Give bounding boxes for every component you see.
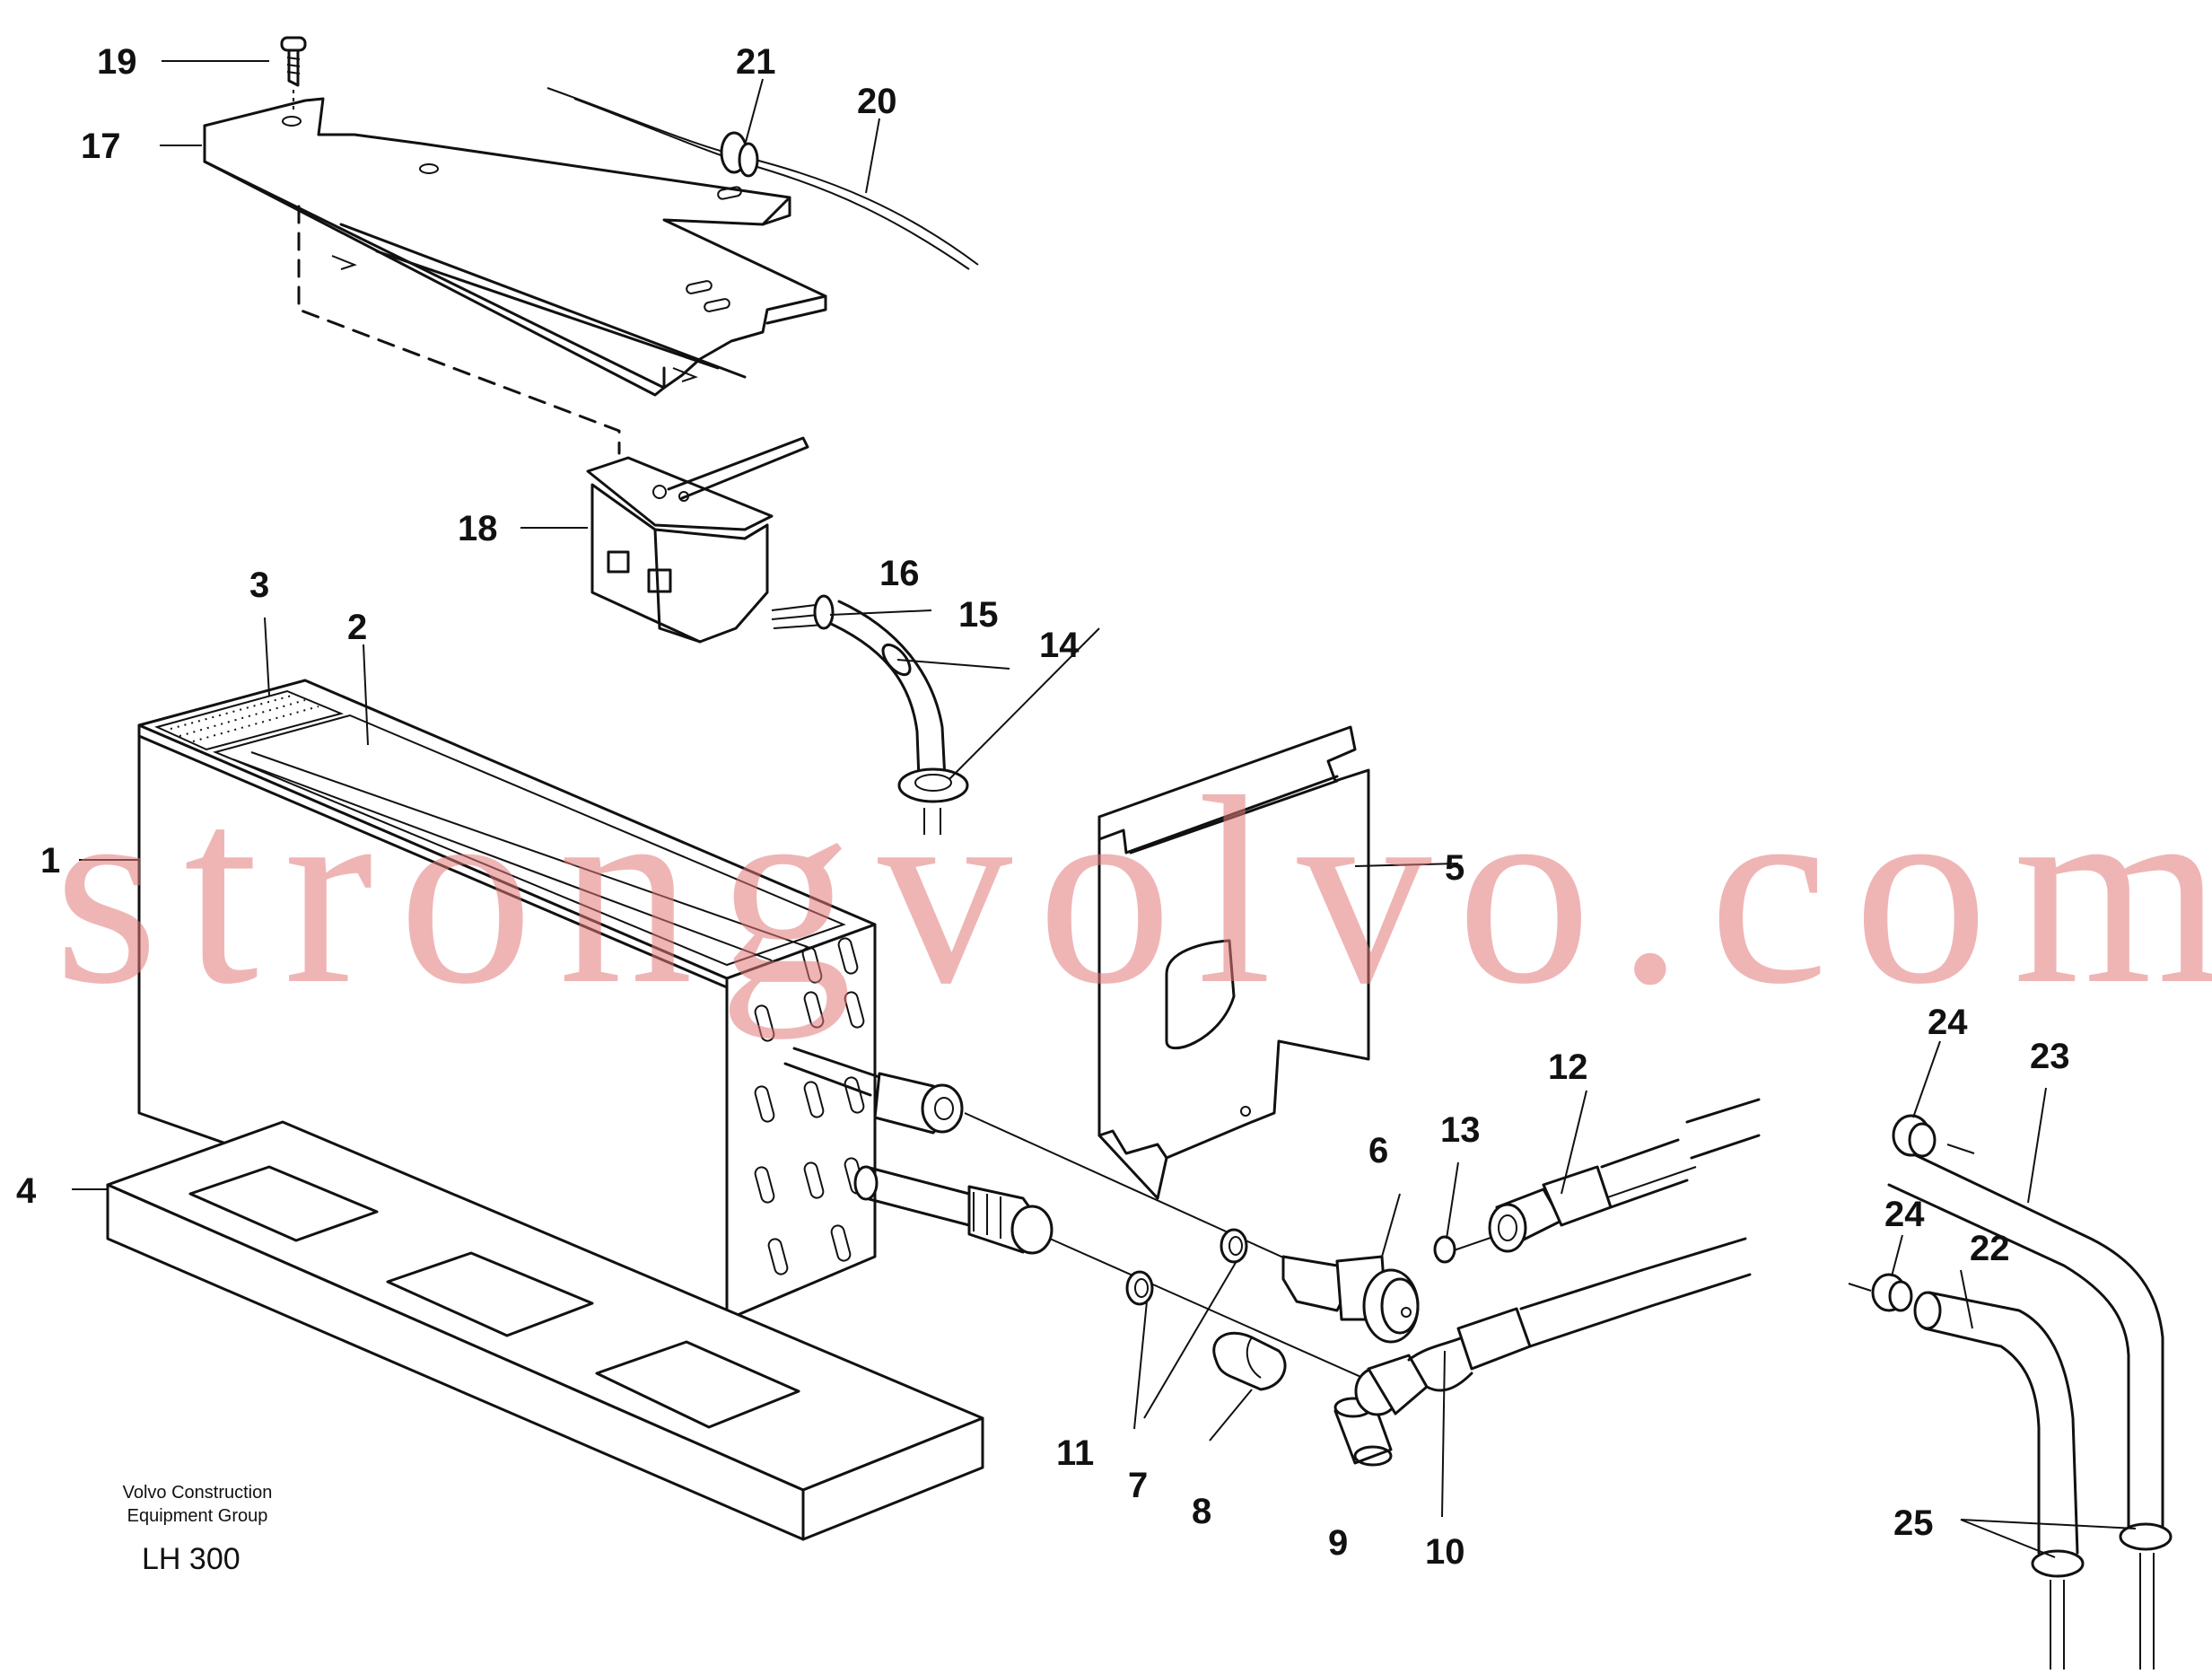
assembly-dashed-line [297, 205, 621, 455]
hose-12 [1488, 1098, 1761, 1253]
callout-12: 12 [1548, 1047, 1588, 1087]
callout-10: 10 [1425, 1532, 1465, 1572]
clip-21 [720, 131, 759, 178]
clamp-24-lower [1848, 1273, 1913, 1312]
switch-18 [586, 436, 809, 644]
callout-14: 14 [1039, 626, 1080, 665]
washer-11 [1125, 1270, 1154, 1306]
sleeve-9 [1333, 1397, 1393, 1467]
valve-6 [1281, 1255, 1420, 1344]
leader-lines [72, 60, 2137, 1558]
base-4 [106, 1120, 984, 1541]
callout-20: 20 [857, 82, 897, 121]
clamp-24-upper [1892, 1114, 1975, 1158]
callout-21: 21 [736, 42, 776, 82]
callout-24-upper: 24 [1928, 1003, 1968, 1042]
callout-3: 3 [249, 565, 269, 605]
callout-1: 1 [40, 841, 60, 881]
callout-8: 8 [1192, 1492, 1211, 1531]
grommet-14 [897, 767, 969, 803]
callout-22: 22 [1970, 1229, 2010, 1268]
pipe-22 [1913, 1291, 2079, 1670]
grommet-25 [2031, 1522, 2173, 1578]
credit-group-line: Equipment Group [127, 1506, 268, 1526]
pipe-23 [1887, 1147, 2164, 1670]
callout-19: 19 [97, 42, 137, 82]
screw-19 [280, 36, 307, 112]
callout-15: 15 [958, 595, 999, 635]
washer-7 [1220, 1228, 1248, 1264]
hose-10 [1354, 1237, 1752, 1416]
callout-13: 13 [1440, 1110, 1481, 1150]
callout-7: 7 [1128, 1466, 1148, 1505]
callout-5: 5 [1445, 848, 1464, 888]
callout-4: 4 [16, 1171, 37, 1211]
drawing-code: LH 300 [142, 1542, 240, 1576]
callout-25: 25 [1893, 1503, 1934, 1543]
callout-24-lower: 24 [1884, 1195, 1925, 1234]
callout-2: 2 [347, 608, 367, 647]
cover-plate-5 [1097, 725, 1370, 1200]
callout-16: 16 [879, 554, 920, 593]
callout-17: 17 [81, 127, 121, 166]
callout-9: 9 [1328, 1523, 1348, 1563]
heater-unit-1 [137, 679, 877, 1321]
clip-8 [1212, 1331, 1287, 1391]
bracket-17 [203, 97, 827, 397]
wire-ends-16 [771, 594, 835, 630]
o-ring-13 [1433, 1235, 1456, 1264]
callout-labels: 19 17 21 20 18 3 2 16 15 14 1 5 4 12 6 1… [16, 42, 2070, 1572]
callout-18: 18 [458, 509, 498, 548]
callout-11: 11 [1056, 1433, 1094, 1473]
callout-6: 6 [1368, 1131, 1388, 1170]
credit-company-line: Volvo Construction [122, 1483, 273, 1503]
callout-23: 23 [2030, 1037, 2070, 1076]
